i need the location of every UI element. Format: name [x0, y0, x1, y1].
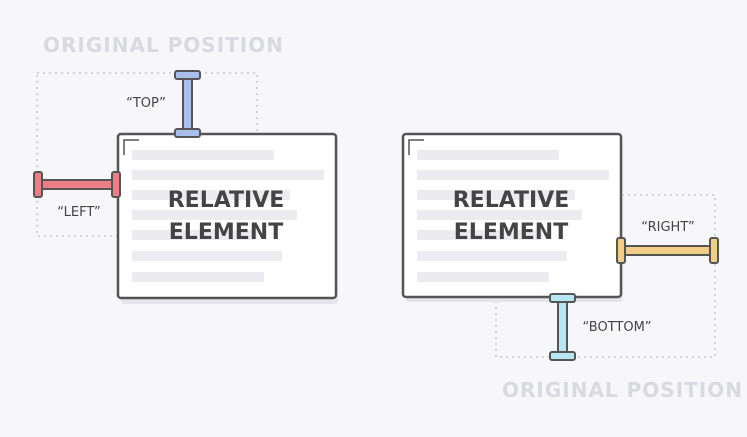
top-offset-marker [174, 70, 201, 138]
left-text-lines [132, 150, 324, 282]
left-label: “LEFT” [57, 205, 100, 220]
left-element-label-line1: RELATIVE [168, 188, 285, 213]
bottom-label: “BOTTOM” [582, 320, 651, 335]
right-corner-mark [408, 139, 424, 155]
left-corner-mark [123, 139, 139, 155]
right-offset-marker [616, 237, 719, 264]
bottom-offset-marker [549, 293, 576, 361]
left-original-position-heading: ORIGINAL POSITION [43, 33, 284, 57]
right-label: “RIGHT” [641, 220, 694, 235]
right-diagram: RELATIVE ELEMENT “RIGHT” “BOTTOM” ORIGIN… [401, 132, 743, 402]
left-diagram: ORIGINAL POSITION RELATIVE ELEMENT “ [33, 33, 338, 304]
right-original-position-heading: ORIGINAL POSITION [502, 378, 743, 402]
top-label: “TOP” [126, 96, 166, 111]
right-text-lines [417, 150, 609, 282]
left-offset-marker [33, 171, 121, 198]
left-element-label-line2: ELEMENT [169, 220, 283, 245]
right-element-label-line1: RELATIVE [453, 188, 570, 213]
right-element-label-line2: ELEMENT [454, 220, 568, 245]
